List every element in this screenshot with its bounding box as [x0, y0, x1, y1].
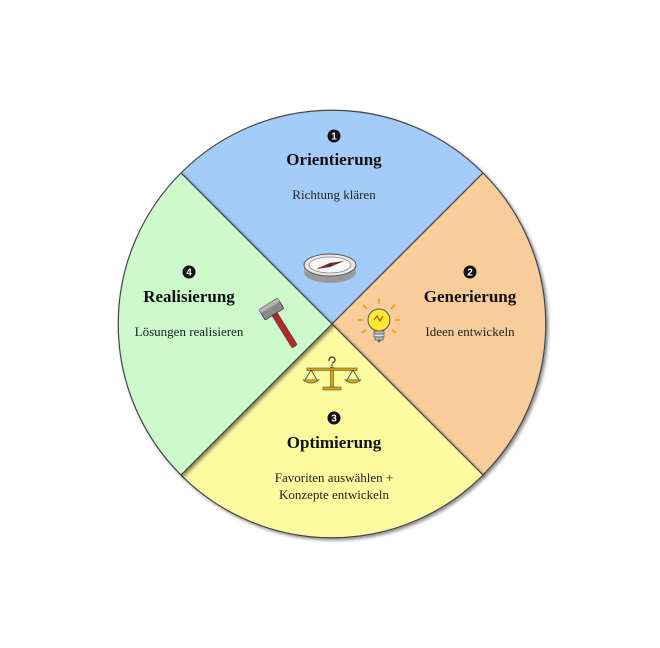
segment-generierung — [331, 172, 547, 476]
scales-icon — [301, 356, 363, 391]
subtitle-optimierung-line-1: Favoriten auswählen + — [275, 470, 394, 485]
lightbulb-icon — [358, 299, 400, 343]
subtitle-optimierung-line-2: Konzepte entwickeln — [279, 487, 390, 502]
compass-icon — [303, 253, 357, 283]
wheel — [117, 109, 547, 539]
title-realisierung: Realisierung — [143, 287, 235, 306]
number-optimierung: 3 — [331, 414, 337, 425]
number-realisierung: 4 — [186, 268, 192, 279]
subtitle-realisierung: Lösungen realisieren — [135, 324, 244, 339]
title-optimierung: Optimierung — [287, 433, 382, 452]
label-group-optimierung: 3 Optimierung Favoriten auswählen + Konz… — [275, 411, 394, 502]
number-generierung: 2 — [467, 268, 473, 279]
title-orientierung: Orientierung — [286, 150, 382, 169]
segment-realisierung — [117, 172, 333, 476]
subtitle-orientierung: Richtung klären — [292, 187, 376, 202]
number-orientierung: 1 — [331, 132, 337, 143]
number-badge-generierung — [463, 265, 477, 279]
number-badge-optimierung — [327, 411, 341, 425]
segment-optimierung — [180, 323, 484, 539]
hammer-icon — [258, 298, 298, 348]
number-badge-realisierung — [182, 265, 196, 279]
label-group-orientierung: 1 Orientierung Richtung klären — [286, 129, 382, 202]
title-generierung: Generierung — [424, 287, 517, 306]
label-group-realisierung: 4 Realisierung Lösungen realisieren — [135, 265, 244, 339]
label-group-generierung: 2 Generierung Ideen entwickeln — [424, 265, 517, 339]
segment-orientierung — [180, 109, 484, 325]
subtitle-generierung: Ideen entwickeln — [425, 324, 515, 339]
number-badge-orientierung — [327, 129, 341, 143]
